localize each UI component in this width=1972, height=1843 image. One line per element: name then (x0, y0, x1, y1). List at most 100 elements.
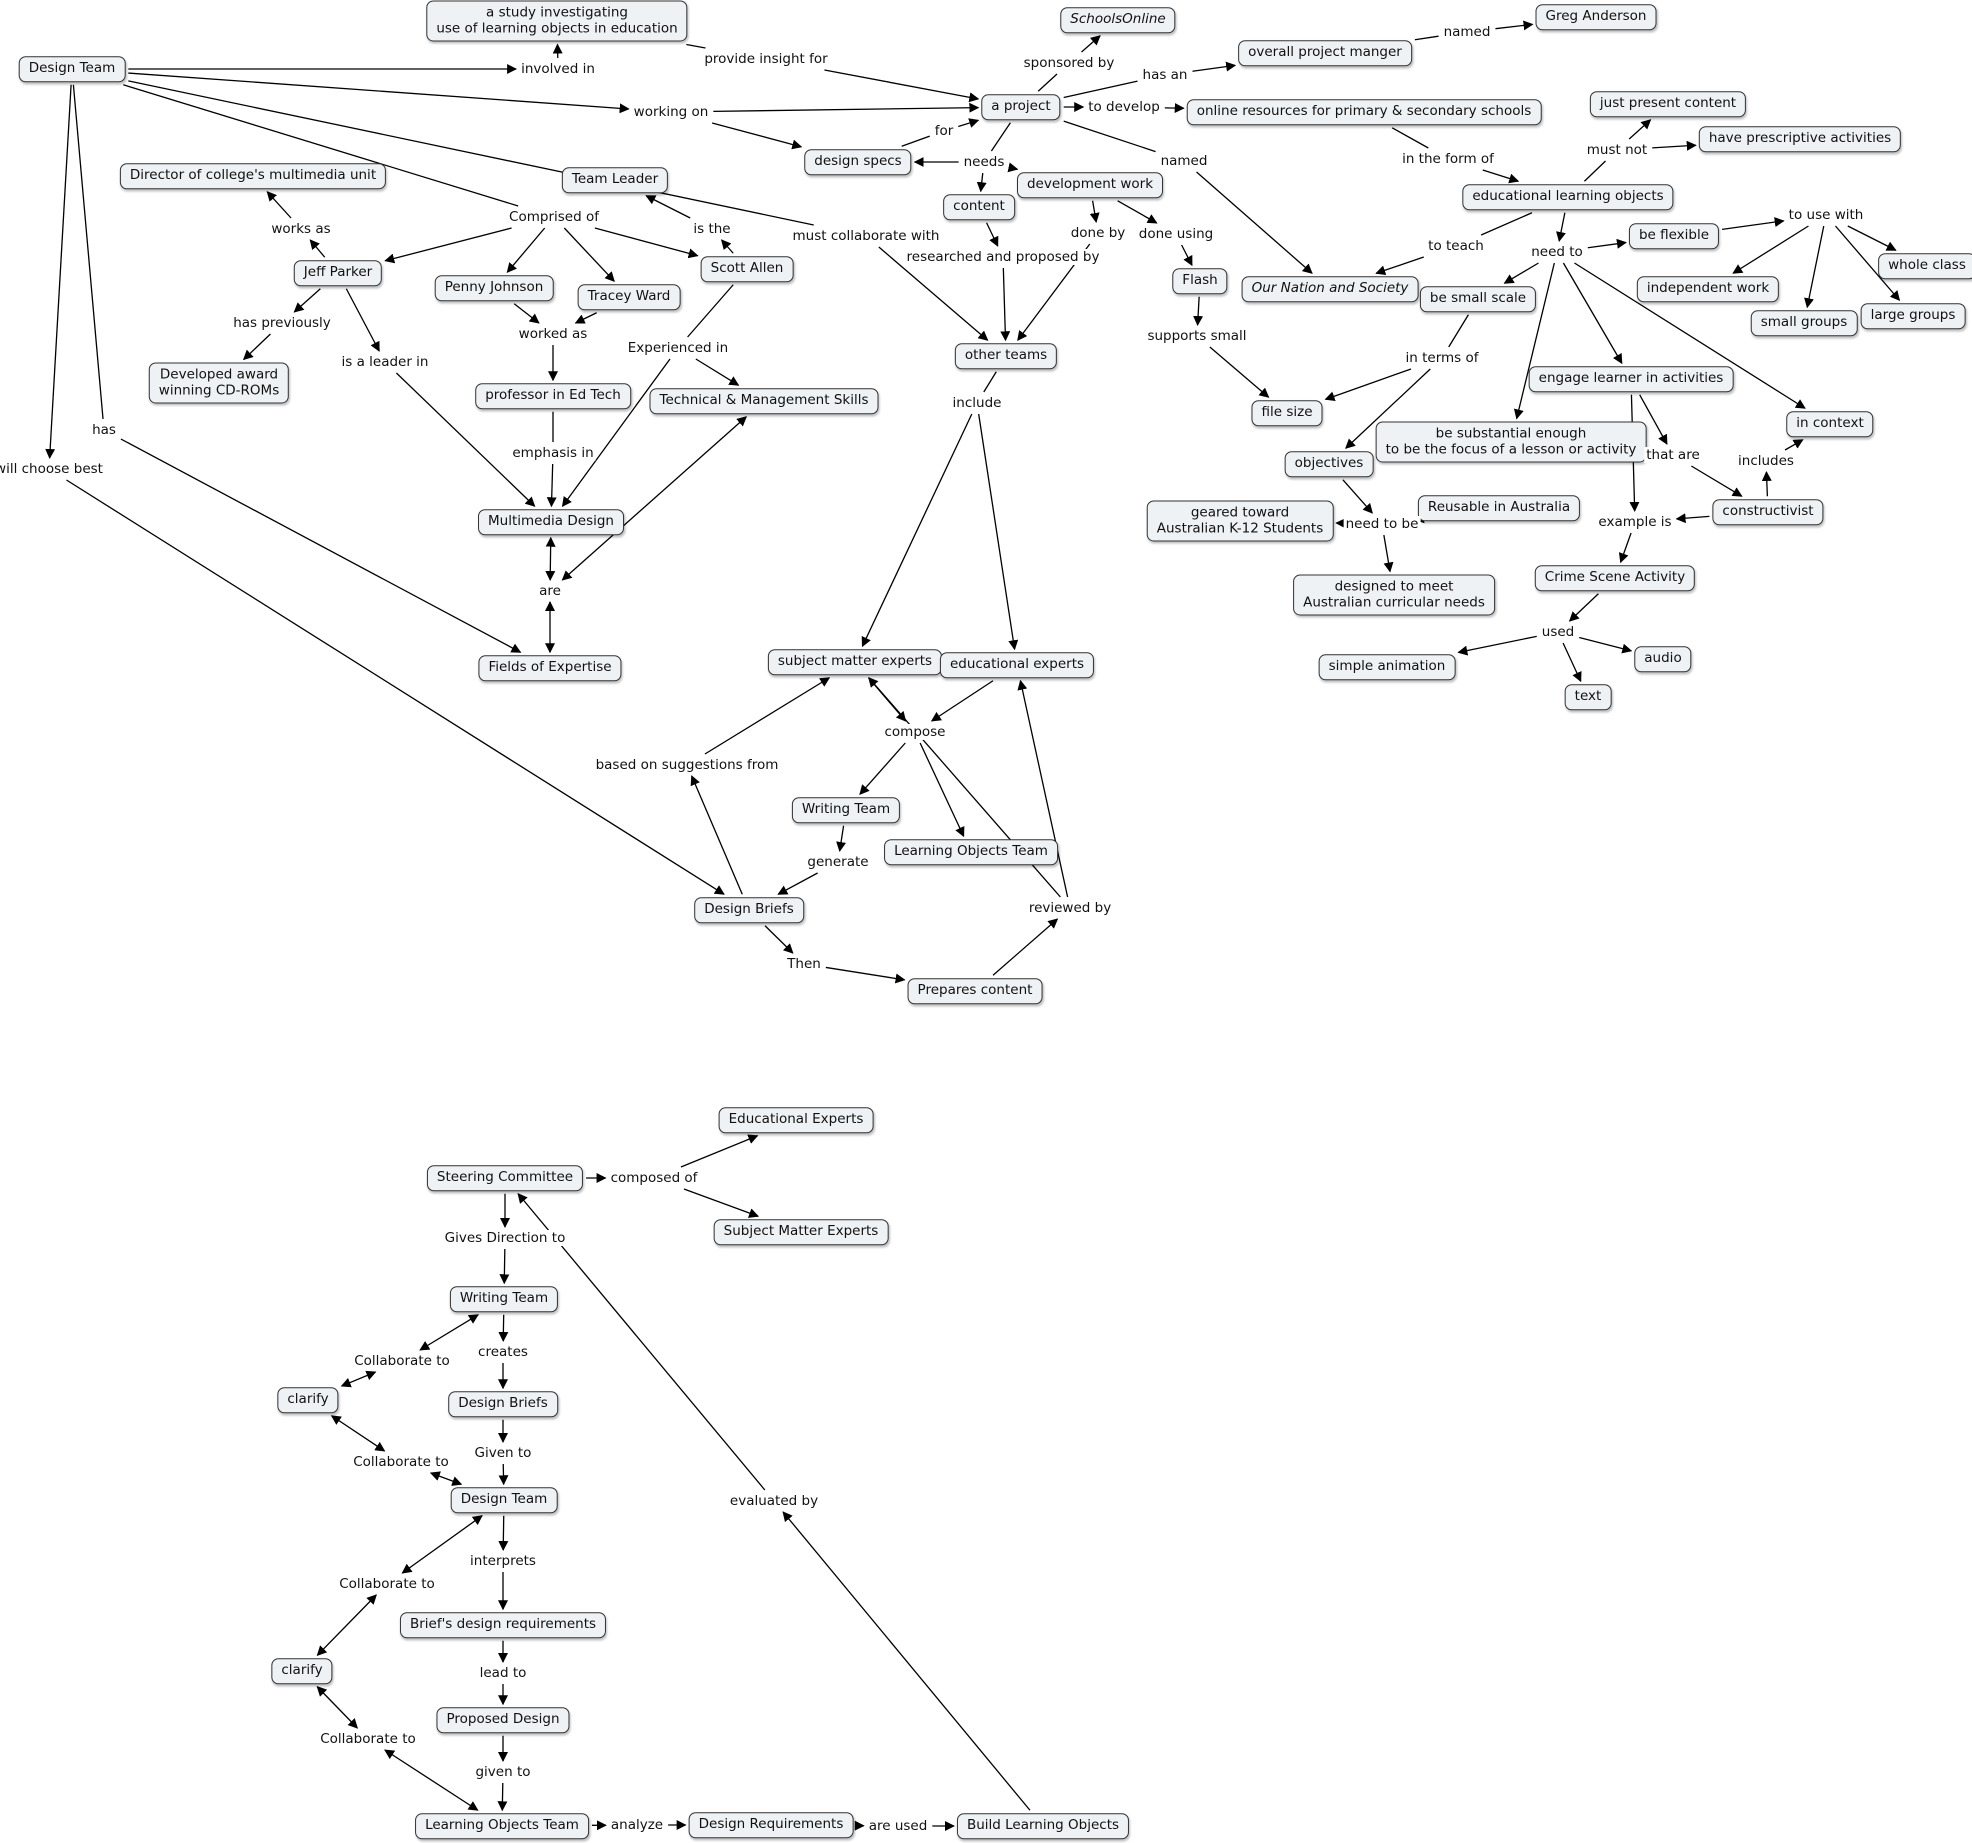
connector-prepares-to-reviewed-by (992, 918, 1059, 976)
concept-flash[interactable]: Flash (1172, 268, 1228, 294)
connector-includes-to-in-context (1784, 439, 1804, 451)
concept-jeff[interactable]: Jeff Parker (293, 260, 383, 286)
connector-used-to-simple-animation (1457, 635, 1537, 656)
connector-in-terms-of-to-file-size (1324, 368, 1412, 402)
concept-nation-society[interactable]: Our Nation and Society (1241, 276, 1419, 302)
concept-development-work[interactable]: development work (1016, 172, 1164, 198)
concept-tech-mgmt[interactable]: Technical & Management Skills (649, 388, 879, 414)
link-label-need-to-be: need to be (1343, 516, 1421, 532)
concept-team-leader[interactable]: Team Leader (561, 167, 669, 193)
concept-content[interactable]: content (943, 194, 1015, 220)
concept-whole-class[interactable]: whole class (1878, 253, 1972, 279)
concept-cdroms[interactable]: Developed award winning CD-ROMs (148, 362, 290, 404)
concept-designed-meet[interactable]: designed to meet Australian curricular n… (1293, 574, 1495, 616)
concept-proposed[interactable]: Proposed Design (436, 1707, 570, 1733)
link-label-evaluated-by: evaluated by (727, 1493, 821, 1509)
concept-elo[interactable]: educational learning objects (1462, 184, 1674, 210)
concept-study[interactable]: a study investigating use of learning ob… (426, 0, 688, 42)
concept-greg[interactable]: Greg Anderson (1535, 4, 1657, 30)
concept-writing-team[interactable]: Writing Team (791, 797, 901, 823)
connector-is-the-to-team-leader (645, 195, 691, 219)
concept-in-context[interactable]: in context (1786, 411, 1874, 437)
concept-professor[interactable]: professor in Ed Tech (475, 383, 631, 409)
connector-works-as-to-director (266, 191, 292, 219)
concept-engage[interactable]: engage learner in activities (1528, 366, 1734, 392)
concept-geared[interactable]: geared toward Australian K-12 Students (1146, 500, 1334, 542)
connector-engage-to-that-are (1639, 394, 1668, 445)
link-label-need-to: need to (1529, 244, 1585, 260)
link-label-are-used: are used (866, 1818, 930, 1834)
concept-text[interactable]: text (1564, 684, 1612, 710)
concept-clarify2[interactable]: clarify (271, 1658, 333, 1684)
connector-jeff-to-is-leader-in (345, 288, 380, 352)
connector-used-to-audio (1579, 636, 1633, 654)
connector-needs-to-development-work (1007, 162, 1019, 173)
concept-a-project[interactable]: a project (981, 94, 1061, 120)
concept-online-resources[interactable]: online resources for primary & secondary… (1186, 99, 1542, 125)
concept-prescriptive[interactable]: have prescriptive activities (1698, 126, 1902, 152)
concept-lot[interactable]: Learning Objects Team (884, 839, 1058, 865)
connector-comprised-of-to-tracey (563, 227, 615, 282)
concept-director[interactable]: Director of college's multimedia unit (119, 163, 387, 189)
concept-clarify1[interactable]: clarify (277, 1387, 339, 1413)
concept-prepares[interactable]: Prepares content (907, 978, 1043, 1004)
connector-to-use-with-to-large-groups (1834, 225, 1901, 301)
concept-edu-experts[interactable]: educational experts (939, 652, 1095, 678)
connector-flash-to-supports-small (1193, 296, 1204, 326)
concept-design-briefs[interactable]: Design Briefs (694, 897, 804, 923)
concept-edu-experts-cap[interactable]: Educational Experts (718, 1107, 874, 1133)
link-label-lead-to: lead to (477, 1665, 529, 1681)
concept-build-lo[interactable]: Build Learning Objects (956, 1813, 1130, 1839)
concept-writing-team2[interactable]: Writing Team (449, 1286, 559, 1312)
connector-collab4-to-lot2 (384, 1749, 479, 1811)
connector-design-team-to-must-collaborate (128, 80, 814, 226)
concept-crime-scene[interactable]: Crime Scene Activity (1534, 565, 1696, 591)
connector-experienced-in-to-multimedia (561, 358, 671, 508)
concept-lot2[interactable]: Learning Objects Team (415, 1813, 589, 1839)
concept-fields[interactable]: Fields of Expertise (478, 655, 622, 681)
concept-substantial[interactable]: be substantial enough to be the focus of… (1375, 421, 1647, 463)
concept-steering[interactable]: Steering Committee (426, 1165, 584, 1191)
concept-sme-cap[interactable]: Subject Matter Experts (713, 1219, 889, 1245)
concept-design-team2[interactable]: Design Team (450, 1487, 558, 1513)
link-label-example-is: example is (1596, 514, 1674, 530)
concept-objectives[interactable]: objectives (1284, 451, 1374, 477)
concept-schoolsonline[interactable]: SchoolsOnline (1060, 7, 1176, 33)
link-label-involved-in: involved in (519, 61, 597, 77)
concept-penny[interactable]: Penny Johnson (434, 275, 554, 301)
concept-small-groups[interactable]: small groups (1750, 310, 1858, 336)
concept-overall-manager[interactable]: overall project manger (1238, 40, 1412, 66)
concept-independent[interactable]: independent work (1636, 276, 1780, 302)
link-label-must-not: must not (1584, 142, 1650, 158)
connector-comprised-of-to-scott (594, 227, 699, 259)
concept-design-briefs2[interactable]: Design Briefs (448, 1391, 558, 1417)
concept-sme[interactable]: subject matter experts (767, 649, 943, 675)
link-label-supports-small: supports small (1145, 328, 1249, 344)
concept-large-groups[interactable]: large groups (1860, 303, 1966, 329)
concept-design-specs[interactable]: design specs (804, 149, 912, 175)
concept-simple-animation[interactable]: simple animation (1318, 654, 1456, 680)
concept-small-scale[interactable]: be small scale (1419, 286, 1537, 312)
concept-tracey[interactable]: Tracey Ward (577, 284, 681, 310)
connector-need-to-be-to-designed-meet (1383, 534, 1394, 573)
concept-multimedia[interactable]: Multimedia Design (478, 509, 624, 535)
concept-brief-reqs[interactable]: Brief's design requirements (399, 1612, 607, 1638)
concept-constructivist[interactable]: constructivist (1712, 499, 1824, 525)
concept-be-flexible[interactable]: be flexible (1628, 223, 1720, 249)
link-label-to-use-with: to use with (1786, 207, 1866, 223)
connector-overall-manager-to-named-greg (1414, 35, 1439, 41)
concept-design-team[interactable]: Design Team (18, 56, 126, 82)
concept-file-size[interactable]: file size (1251, 400, 1323, 426)
link-label-include: include (950, 395, 1004, 411)
connector-sponsored-by-to-schoolsonline (1081, 35, 1101, 53)
concept-just-present[interactable]: just present content (1589, 91, 1747, 117)
connector-build-lo-to-evaluated-by (782, 1511, 1031, 1811)
concept-scott[interactable]: Scott Allen (700, 256, 794, 282)
concept-audio[interactable]: audio (1634, 646, 1692, 672)
connector-scott-to-is-the (720, 239, 734, 254)
link-label-to-develop: to develop (1086, 99, 1162, 115)
concept-other-teams[interactable]: other teams (954, 343, 1058, 369)
link-label-collab1: Collaborate to (352, 1353, 452, 1369)
concept-reusable[interactable]: Reusable in Australia (1417, 495, 1581, 521)
concept-design-reqs[interactable]: Design Requirements (688, 1812, 854, 1838)
